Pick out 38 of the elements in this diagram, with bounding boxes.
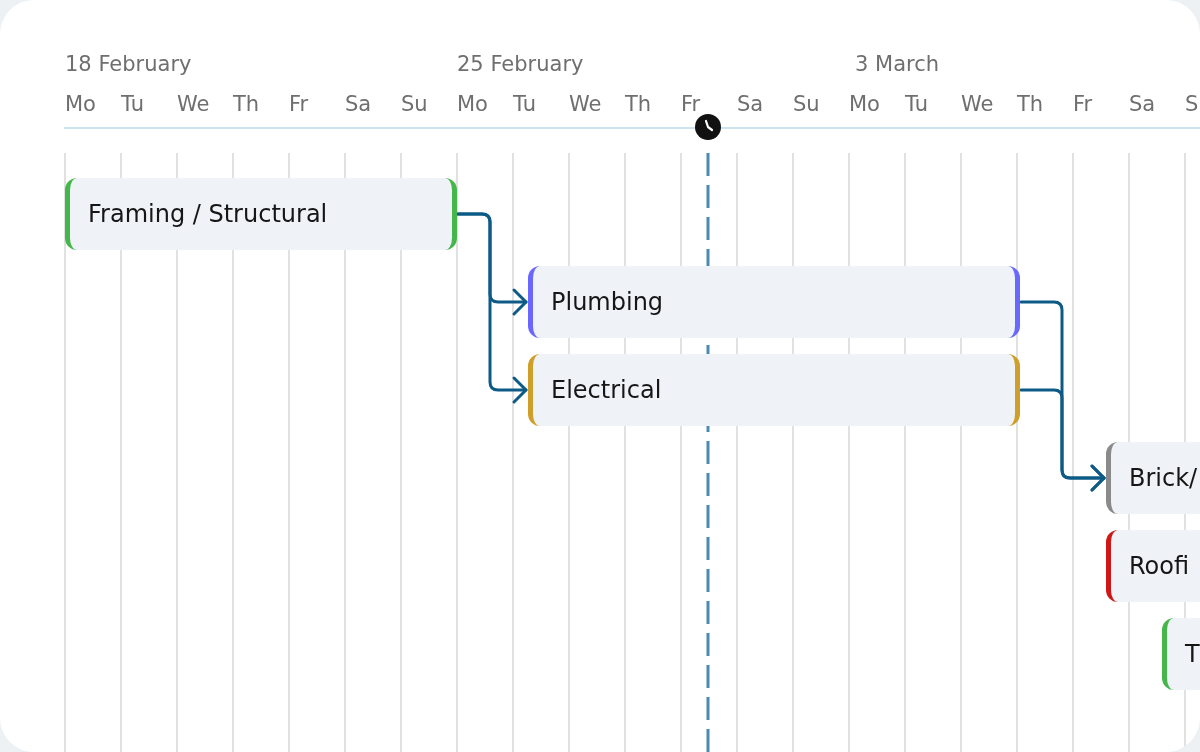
task-bar: [528, 266, 1020, 338]
weekday-label: Sa: [737, 92, 764, 116]
task-label: Framing / Structural: [88, 200, 328, 228]
month-label: 3 March: [855, 52, 940, 76]
weekday-label: Sa: [1129, 92, 1156, 116]
task-bar: [1106, 530, 1200, 602]
dependency-arrow: [1019, 388, 1106, 492]
weekday-label: Mo: [457, 92, 488, 116]
weekday-label: Tu: [905, 92, 928, 116]
weekday-label: Fr: [1073, 92, 1093, 116]
weekday-label: S: [1185, 92, 1199, 116]
weekday-label: Fr: [681, 92, 701, 116]
weekday-label: Su: [401, 92, 428, 116]
weekday-label: Tu: [513, 92, 536, 116]
weekday-label: Su: [793, 92, 820, 116]
weekday-label: We: [177, 92, 210, 116]
task-label: Plumbing: [551, 288, 664, 316]
weekday-label: Th: [233, 92, 260, 116]
task-label: Roofi: [1129, 552, 1190, 580]
weekday-label: Fr: [289, 92, 309, 116]
task-label: Electrical: [551, 376, 662, 404]
task-bar: [65, 178, 457, 250]
weekday-label: We: [569, 92, 602, 116]
weekday-label: Th: [1017, 92, 1044, 116]
task-label: T: [1185, 640, 1200, 668]
weekday-label: Th: [625, 92, 652, 116]
month-label: 25 February: [457, 52, 584, 76]
dependency-arrow: [456, 212, 528, 404]
task-label: Brick/: [1129, 464, 1198, 492]
weekday-label: Mo: [849, 92, 880, 116]
task-bar: [1106, 442, 1200, 514]
month-label: 18 February: [65, 52, 192, 76]
task-bar: [1162, 618, 1200, 690]
task-bar: [528, 354, 1020, 426]
weekday-label: Tu: [121, 92, 144, 116]
weekday-label: Mo: [65, 92, 96, 116]
weekday-label: Sa: [345, 92, 372, 116]
weekday-label: We: [961, 92, 994, 116]
